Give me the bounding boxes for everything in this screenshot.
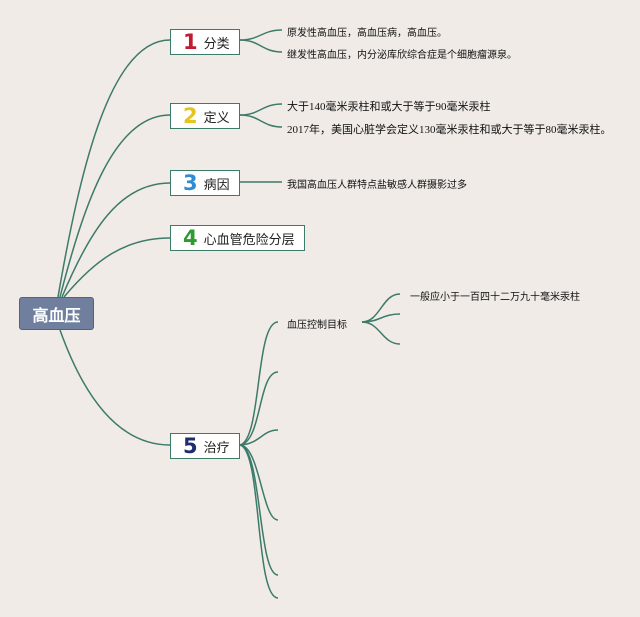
branch-classification[interactable]: 1 分类 — [170, 29, 240, 55]
link-2-b — [239, 114, 283, 128]
branch-definition[interactable]: 2 定义 — [170, 103, 240, 129]
leaf-definition-2[interactable]: 2017年，美国心脏学会定义130毫米汞柱和或大于等于80毫米汞柱。 — [287, 124, 612, 136]
link-5-e — [239, 444, 279, 576]
branch-cause[interactable]: 3 病因 — [170, 170, 240, 196]
branch-label: 治疗 — [203, 440, 230, 456]
branch-label: 心血管危险分层 — [203, 232, 295, 248]
leaf-classification-2[interactable]: 继发性高血压，内分泌库欣综合症是个细胞瘤源泉。 — [287, 50, 517, 61]
branch-label: 分类 — [203, 36, 230, 52]
link-5-b — [239, 371, 279, 446]
root-label: 高血压 — [32, 305, 81, 325]
leaf-definition-1[interactable]: 大于140毫米汞柱和或大于等于90毫米汞柱 — [287, 101, 491, 113]
link-1-a — [239, 29, 283, 41]
link-1-b — [239, 39, 283, 53]
link-root-2 — [59, 114, 171, 298]
branch-number: 1 — [183, 29, 198, 54]
branch-number: 3 — [183, 170, 198, 195]
branch-label: 病因 — [203, 177, 230, 193]
leaf-cause-1[interactable]: 我国高血压人群特点盐敏感人群摄影过多 — [287, 180, 467, 191]
link-5-a — [239, 321, 279, 446]
link-root-1 — [57, 39, 171, 298]
branch-number: 5 — [183, 433, 198, 458]
link-root-4 — [63, 237, 171, 298]
link-2-a — [239, 103, 283, 116]
link-5-d — [239, 444, 279, 521]
leaf-classification-1[interactable]: 原发性高血压，高血压病，高血压。 — [287, 28, 447, 39]
link-5-f — [239, 444, 279, 599]
link-root-3 — [61, 182, 171, 298]
branch-label: 定义 — [203, 110, 230, 126]
link-5-c — [239, 429, 279, 446]
branch-treatment[interactable]: 5 治疗 — [170, 433, 240, 459]
branch-number: 4 — [183, 225, 198, 250]
branch-number: 2 — [183, 103, 198, 128]
leaf-treatment-target-detail[interactable]: 一般应小于一百四十二万九十毫米汞柱 — [410, 292, 580, 303]
root-node[interactable]: 高血压 — [19, 297, 94, 330]
link-5-1-c — [361, 321, 401, 345]
branch-risk-stratification[interactable]: 4 心血管危险分层 — [170, 225, 305, 251]
link-root-5 — [59, 329, 171, 446]
leaf-treatment-target[interactable]: 血压控制目标 — [287, 320, 347, 331]
